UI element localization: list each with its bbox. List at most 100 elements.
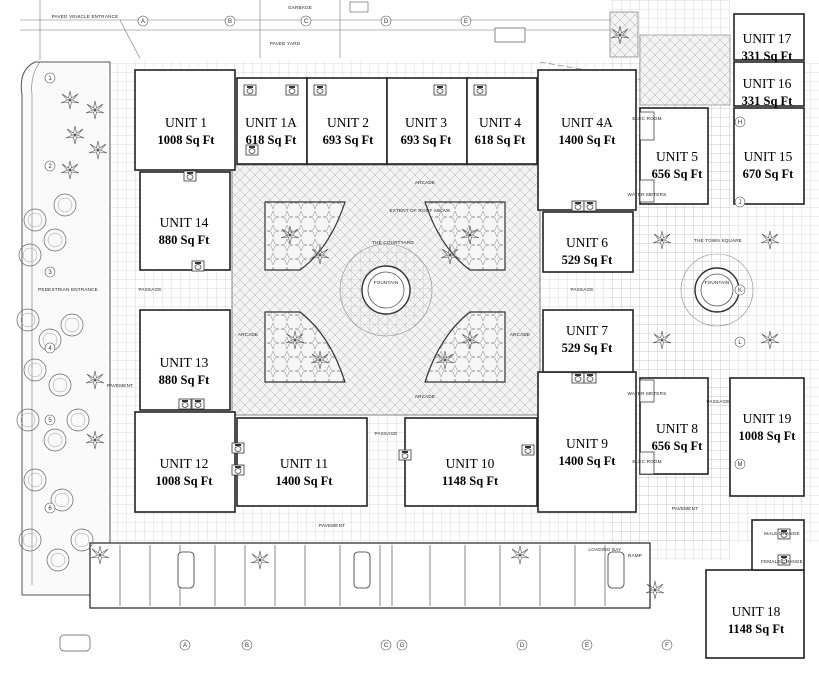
label-garbage: GARBAGE — [288, 5, 312, 10]
u1a-name: UNIT 1A — [245, 115, 297, 130]
grid-marker-right-L: L — [738, 340, 742, 346]
grid-marker-right-M: M — [738, 462, 743, 468]
grid-marker-bottom-C2: C — [384, 643, 389, 649]
grid-marker-top-A-circle — [137, 15, 149, 27]
label-arcade-south: ARCADE — [415, 394, 435, 399]
grid-marker-bottom-A0-circle — [179, 639, 191, 651]
label-extent-of-roof: EXTENT OF ROOF ABOVE — [389, 208, 450, 213]
label-pavement-west: PAVEMENT — [107, 383, 133, 388]
grid-marker-left-6: 6 — [48, 506, 52, 512]
grid-marker-bottom-E5-circle — [581, 639, 593, 651]
label-passage-south: PASSAGE — [374, 431, 397, 436]
grid-marker-top-A: A — [141, 19, 145, 25]
label-arcade-west: ARCADE — [238, 332, 258, 337]
grid-marker-right-H-circle — [734, 116, 746, 128]
u19-area: 1008 Sq Ft — [739, 429, 797, 443]
label-loading-bay: LOADING BAY — [588, 547, 621, 552]
grid-marker-left-3: 3 — [48, 270, 52, 276]
label-water-meters-south: WATER METERS — [628, 391, 667, 396]
grid-marker-bottom-D4: D — [520, 643, 525, 649]
u13-name: UNIT 13 — [160, 355, 209, 370]
u16-name: UNIT 16 — [743, 76, 792, 91]
u16-area: 331 Sq Ft — [742, 94, 794, 108]
u4a-area: 1400 Sq Ft — [559, 133, 617, 147]
label-paved-vehicle-entrance: PAVED VEHICLE ENTRANCE — [52, 14, 119, 19]
u9-area: 1400 Sq Ft — [559, 454, 617, 468]
grid-marker-top-B: B — [228, 19, 232, 25]
grid-marker-top-E-circle — [460, 15, 472, 27]
grid-marker-top-E: E — [464, 19, 468, 25]
grid-marker-bottom-F6-circle — [661, 639, 673, 651]
grid-marker-left-3-circle — [44, 266, 56, 278]
grid-marker-left-4-circle — [44, 342, 56, 354]
label-female-change: FEMALE CHANGE — [761, 559, 803, 564]
grid-marker-left-4: 4 — [48, 346, 52, 352]
grid-marker-top-B-circle — [224, 15, 236, 27]
grid-marker-top-C: C — [304, 19, 309, 25]
u4a-name: UNIT 4A — [561, 115, 613, 130]
u15-name: UNIT 15 — [744, 149, 793, 164]
u14-name: UNIT 14 — [160, 215, 209, 230]
label-the-town-square: THE TOWN SQUARE — [694, 238, 742, 243]
label-arcade-north: ARCADE — [415, 180, 435, 185]
grid-marker-right-J-circle — [734, 196, 746, 208]
grid-marker-bottom-C2-circle — [380, 639, 392, 651]
grid-marker-right-K: K — [738, 288, 742, 294]
u3-area: 693 Sq Ft — [401, 133, 453, 147]
u1-name: UNIT 1 — [165, 115, 207, 130]
grid-marker-left-1: 1 — [48, 76, 52, 82]
grid-marker-bottom-F6: F — [665, 643, 669, 649]
grid-marker-top-D: D — [384, 19, 389, 25]
u14-area: 880 Sq Ft — [159, 233, 211, 247]
label-arcade-east: ARCADE — [510, 332, 530, 337]
label-the-courtyard: THE COURTYARD — [372, 240, 414, 245]
u2-name: UNIT 2 — [327, 115, 369, 130]
u8-area: 656 Sq Ft — [652, 439, 704, 453]
u11-area: 1400 Sq Ft — [276, 474, 334, 488]
grid-marker-bottom-E5: E — [585, 643, 589, 649]
grid-marker-right-K-circle — [734, 284, 746, 296]
u4-area: 618 Sq Ft — [475, 133, 527, 147]
grid-marker-top-D-circle — [380, 15, 392, 27]
u7-name: UNIT 7 — [566, 323, 608, 338]
grid-marker-left-5: 5 — [48, 418, 52, 424]
u5-name: UNIT 5 — [656, 149, 698, 164]
courtyard-fountain — [339, 243, 433, 337]
grid-marker-right-J: J — [739, 200, 742, 206]
grid-marker-right-L-circle — [734, 336, 746, 348]
u2-area: 693 Sq Ft — [323, 133, 375, 147]
label-elec-room-south: ELEC ROOM — [632, 459, 661, 464]
u6-area: 529 Sq Ft — [562, 253, 614, 267]
grid-marker-bottom-D4-circle — [516, 639, 528, 651]
u1-area: 1008 Sq Ft — [158, 133, 216, 147]
label-male-change: MALE CHANGE — [764, 531, 800, 536]
unit-walls — [134, 13, 805, 659]
u7-area: 529 Sq Ft — [562, 341, 614, 355]
grid-marker-bottom-G3-circle — [396, 639, 408, 651]
grid-marker-left-2: 2 — [48, 164, 52, 170]
grid-marker-left-1-circle — [44, 72, 56, 84]
grid-marker-left-5-circle — [44, 414, 56, 426]
u1a-area: 618 Sq Ft — [246, 133, 298, 147]
u11-name: UNIT 11 — [280, 456, 328, 471]
label-pavement-east: PAVEMENT — [672, 506, 698, 511]
grid-marker-bottom-A0: A — [183, 643, 187, 649]
label-fountain-courtyard: FOUNTAIN — [374, 280, 399, 285]
u18-name: UNIT 18 — [732, 604, 781, 619]
label-passage-right: PASSAGE — [570, 287, 593, 292]
u8-name: UNIT 8 — [656, 421, 698, 436]
u4-name: UNIT 4 — [479, 115, 521, 130]
u19-name: UNIT 19 — [743, 411, 792, 426]
label-fountain-town-square: FOUNTAIN — [705, 280, 730, 285]
u18-area: 1148 Sq Ft — [728, 622, 785, 636]
parking-loading-bay — [59, 542, 651, 652]
u5-area: 656 Sq Ft — [652, 167, 704, 181]
label-pavement-south: PAVEMENT — [319, 523, 345, 528]
label-water-meters-north: WATER METERS — [628, 192, 667, 197]
u13-area: 880 Sq Ft — [159, 373, 211, 387]
grid-marker-top-C-circle — [300, 15, 312, 27]
u12-area: 1008 Sq Ft — [156, 474, 214, 488]
u6-name: UNIT 6 — [566, 235, 608, 250]
